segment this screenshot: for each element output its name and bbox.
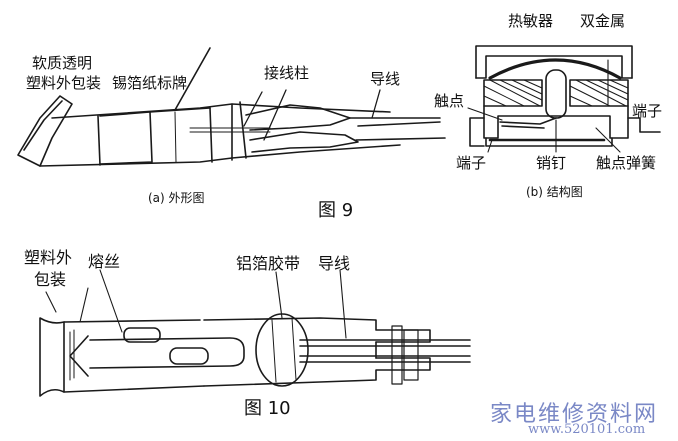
fig9a-foil-tag-label: 锡箔纸标牌 [112, 74, 188, 92]
fig9b-terminal-right-label: 端子 [632, 102, 663, 120]
fig10-caption: 图 10 [244, 398, 291, 419]
fig9b-thermal-label: 热敏器 [508, 12, 554, 30]
watermark-title: 家电维修资料网 [490, 402, 659, 427]
fig9b-pin-label: 销钉 [536, 154, 567, 172]
fig9b-terminal-left-label: 端子 [456, 154, 487, 172]
fig10-wrapper-label-line2: 包装 [34, 270, 67, 289]
fig9b-spring-label: 触点弹簧 [596, 154, 657, 172]
watermark-url: www.520101.com [528, 422, 646, 437]
fig9b-caption: (b) 结构图 [526, 185, 583, 199]
fig10-fuse-wire-label: 熔丝 [88, 252, 121, 271]
fig10-wrapper-label-line1: 塑料外 [24, 248, 73, 267]
fig9a-terminal-post-label: 接线柱 [264, 64, 310, 82]
fig9-caption: 图 9 [318, 200, 354, 221]
fig9a-lead-label: 导线 [370, 70, 401, 88]
fig10-drawing [39, 269, 471, 397]
fig9a-wrapper-label-line1: 软质透明 [32, 54, 93, 72]
fig9a-wrapper-label-line2: 塑料外包装 [26, 74, 102, 92]
fig9b-contact-label: 触点 [434, 92, 465, 110]
fig9b-drawing [467, 45, 661, 153]
fig9b-bimetal-label: 双金属 [580, 12, 626, 30]
fig9a-drawing [17, 47, 446, 167]
fig10-lead-label: 导线 [318, 254, 351, 273]
fig10-foil-tape-label: 铝箔胶带 [236, 254, 301, 273]
fig9a-caption: (a) 外形图 [148, 191, 205, 205]
